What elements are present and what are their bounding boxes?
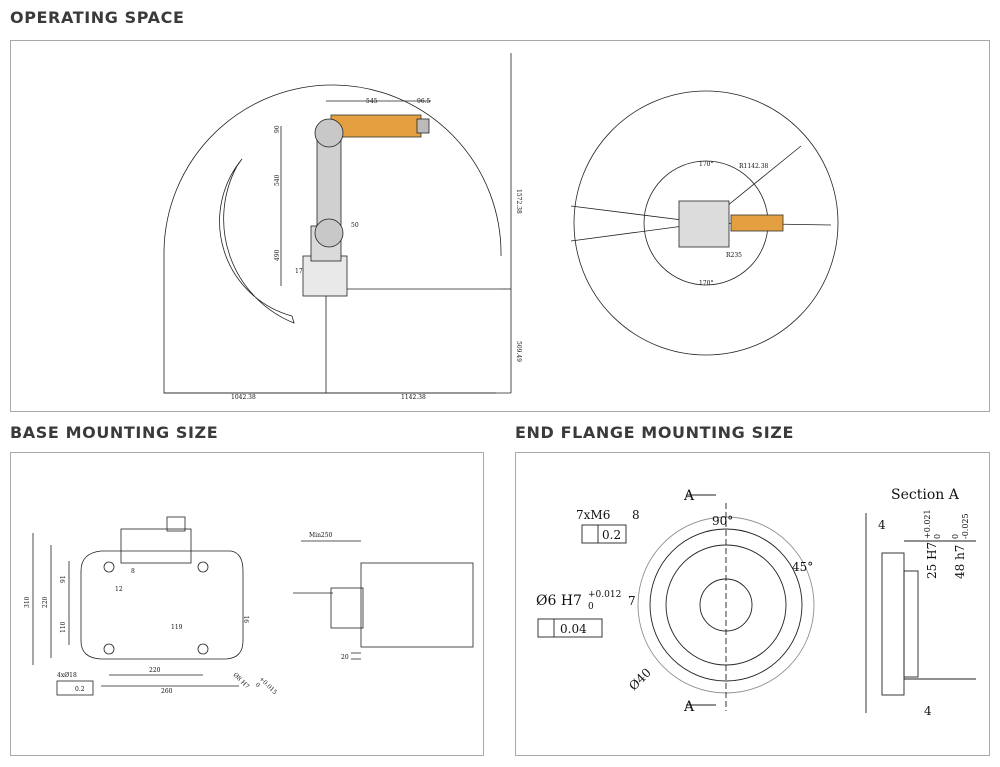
section-marker-top: A bbox=[683, 488, 695, 504]
end-flange-panel: A A 7xM6 8 0.2 Ø6 H7 +0.012 0 7 0.04 90°… bbox=[515, 452, 990, 756]
angle-90: 90° bbox=[712, 514, 733, 528]
dim-20: 20 bbox=[341, 654, 349, 661]
dim-top-96: 96.5 bbox=[417, 98, 431, 105]
dim-4-bottom: 4 bbox=[924, 704, 932, 718]
base-top-housing bbox=[120, 528, 192, 564]
dim-top-545: 545 bbox=[366, 98, 378, 105]
dim-4-top: 4 bbox=[878, 518, 886, 532]
angle-45: 45° bbox=[792, 560, 813, 574]
base-connector bbox=[166, 516, 186, 532]
base-tolerance-frame bbox=[56, 680, 94, 696]
dim-310: 310 bbox=[24, 596, 31, 608]
dim-v-17: 17 bbox=[295, 268, 303, 275]
thread-depth: 8 bbox=[632, 508, 640, 522]
dim-91-left: 91 bbox=[60, 575, 67, 583]
end-flange-drawing: A A 7xM6 8 0.2 Ø6 H7 +0.012 0 7 0.04 90°… bbox=[536, 487, 976, 718]
fit-48-low: -0.025 bbox=[961, 513, 970, 539]
pin-tol-up: +0.015 bbox=[258, 675, 279, 696]
dim-v-490: 490 bbox=[274, 249, 281, 261]
dim-height-1572: 1572.38 bbox=[515, 189, 522, 214]
thread-spec: 7xM6 bbox=[576, 508, 610, 522]
dim-arm-50: 50 bbox=[351, 222, 359, 229]
robot-elbow-joint bbox=[314, 118, 344, 148]
base-side-dim-20 bbox=[351, 652, 361, 660]
reach-envelope-inner bbox=[219, 158, 295, 324]
dim-220-bottom: 220 bbox=[149, 667, 161, 674]
operating-space-title: OPERATING SPACE bbox=[10, 8, 185, 27]
hole-tol-up: +0.012 bbox=[588, 590, 621, 600]
robot-flange-side bbox=[416, 118, 430, 134]
mount-hole-1 bbox=[103, 561, 115, 573]
mount-hole-2 bbox=[197, 561, 209, 573]
section-title: Section A bbox=[891, 487, 960, 503]
tol-frame-0-2 bbox=[581, 524, 627, 544]
fit-25-low: 0 bbox=[933, 534, 942, 539]
section-dim-lines bbox=[865, 513, 976, 713]
hole-tol-low: 0 bbox=[588, 602, 594, 612]
flange-outer-circle bbox=[649, 528, 803, 682]
dim-91-right: 91 bbox=[244, 615, 251, 623]
dim-bottom-1042: 1042.38 bbox=[231, 394, 256, 401]
dim-v-540: 540 bbox=[274, 174, 281, 186]
radius-inner-label: R235 bbox=[726, 252, 742, 259]
robot-forearm-side bbox=[330, 114, 422, 138]
tol-frame-0-04 bbox=[537, 618, 603, 638]
pin-label: Ø8 H7 bbox=[232, 671, 251, 690]
dim-bottom-1142: 1142.38 bbox=[401, 394, 426, 401]
robot-arm-top bbox=[730, 214, 784, 232]
pcd-label: Ø40 bbox=[626, 665, 654, 693]
end-flange-title: END FLANGE MOUNTING SIZE bbox=[515, 423, 794, 442]
dim-119: 119 bbox=[171, 624, 183, 631]
holes-label: 4xØ18 bbox=[57, 672, 77, 679]
pin-tol-low: 0 bbox=[254, 681, 262, 689]
angle-bottom-170: 170° bbox=[699, 280, 713, 287]
mount-hole-4 bbox=[197, 643, 209, 655]
fit-48-up: 0 bbox=[951, 534, 960, 539]
dim-8: 8 bbox=[131, 568, 135, 575]
robot-base-top bbox=[678, 200, 730, 248]
hole-depth: 7 bbox=[628, 594, 636, 608]
dim-110: 110 bbox=[60, 621, 67, 633]
operating-space-drawing: 545 96.5 90 540 490 17 50 1572.38 509.49… bbox=[163, 53, 839, 401]
base-dim-lines-bottom bbox=[101, 674, 239, 687]
section-marker-bottom: A bbox=[683, 699, 695, 715]
base-outline bbox=[80, 550, 244, 660]
section-hub bbox=[903, 570, 919, 678]
fit-25: 25 H7 bbox=[925, 542, 939, 579]
fit-48: 48 h7 bbox=[953, 545, 967, 579]
dim-12: 12 bbox=[115, 586, 123, 593]
robot-link2-side bbox=[316, 135, 342, 232]
dim-height-509: 509.49 bbox=[515, 341, 522, 362]
robot-base-side bbox=[302, 255, 348, 297]
base-side-flange bbox=[330, 587, 364, 629]
min-250: Min250 bbox=[309, 532, 333, 539]
base-mounting-panel: 310 220 91 110 12 8 119 91 220 260 4xØ18… bbox=[10, 452, 484, 756]
dim-260: 260 bbox=[161, 688, 173, 695]
robot-shoulder-joint bbox=[314, 218, 344, 248]
dim-v-90: 90 bbox=[274, 125, 281, 133]
tolerance-0-2: 0.2 bbox=[75, 686, 85, 693]
tolerance-0-04-label: 0.04 bbox=[560, 622, 587, 636]
top-view-outer-circle bbox=[573, 90, 839, 356]
base-mounting-drawing: 310 220 91 110 12 8 119 91 220 260 4xØ18… bbox=[24, 516, 474, 696]
base-mounting-title: BASE MOUNTING SIZE bbox=[10, 423, 219, 442]
operating-space-panel: 545 96.5 90 540 490 17 50 1572.38 509.49… bbox=[10, 40, 990, 412]
mount-hole-3 bbox=[103, 643, 115, 655]
base-dim-lines-left bbox=[32, 533, 70, 665]
base-side-dim bbox=[293, 540, 361, 594]
tolerance-0-2-label: 0.2 bbox=[602, 528, 621, 542]
base-side-body bbox=[360, 562, 474, 648]
angle-top-170: 170° bbox=[699, 161, 713, 168]
radius-outer-label: R1142.38 bbox=[739, 163, 769, 170]
reach-envelope-outer bbox=[163, 84, 502, 394]
dim-220-left: 220 bbox=[42, 596, 49, 608]
hole-spec: Ø6 H7 bbox=[536, 593, 582, 609]
reach-axis-lines bbox=[325, 288, 501, 393]
section-body bbox=[881, 552, 905, 696]
fit-25-up: +0.021 bbox=[923, 509, 932, 539]
